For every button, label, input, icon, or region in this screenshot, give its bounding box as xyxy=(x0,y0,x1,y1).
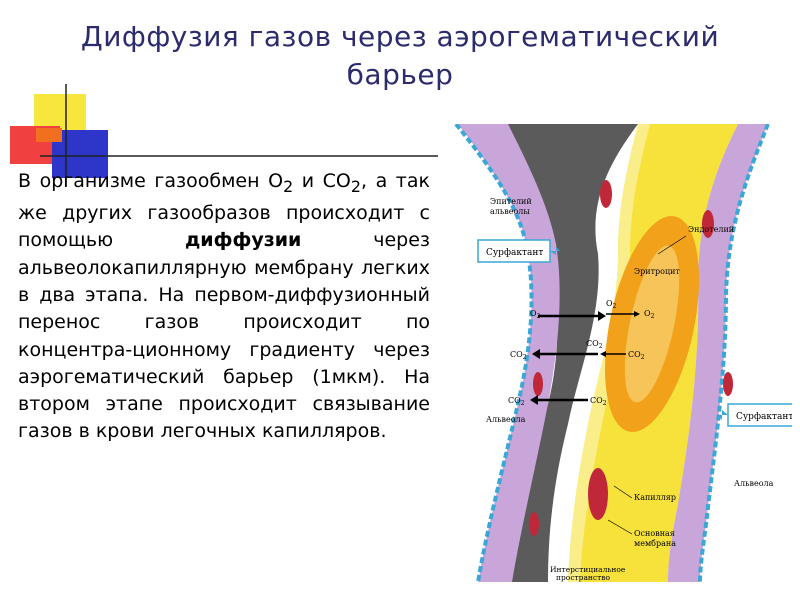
label-erythrocyte: Эритроцит xyxy=(634,267,680,276)
gas-co2-right-2: CO2 xyxy=(590,396,607,407)
para-bold-diffusion: диффузии xyxy=(184,229,302,252)
label-membrane-1: Основная xyxy=(634,529,675,538)
barrier-illustration: Сурфактант Сурфактант Эпителий альвеолы … xyxy=(438,122,795,583)
label-interstitial-2: пространство xyxy=(556,573,611,582)
para-text-2: и СО xyxy=(293,170,351,192)
gas-co2-right-1: CO2 xyxy=(628,350,645,361)
title-line-2: барьер xyxy=(346,58,454,91)
label-epithelium-1: Эпителий xyxy=(490,197,532,206)
aerohematic-barrier-figure: Сурфактант Сурфактант Эпителий альвеолы … xyxy=(438,122,795,583)
label-alveola-left: Альвеола xyxy=(486,415,526,424)
label-surfactant-right: Сурфактант xyxy=(736,412,792,422)
gas-o2-left: O2 xyxy=(530,309,541,320)
label-membrane-2: мембрана xyxy=(634,539,676,548)
para-text-3: , а так же других газообразов происходит… xyxy=(18,170,430,252)
gas-co2-left-2: CO2 xyxy=(508,396,525,407)
label-interstitial-1: Интерстициальное xyxy=(550,565,626,574)
page-title: Диффузия газов через аэрогематический ба… xyxy=(0,18,800,94)
label-endothelium: Эндотелий xyxy=(688,225,734,234)
label-surfactant-left: Сурфактант xyxy=(486,248,543,258)
label-epithelium-2: альвеолы xyxy=(490,207,530,216)
gas-co2-mid-1: CO2 xyxy=(586,339,603,350)
body-paragraph: В организме газообмен О2 и СО2, а так же… xyxy=(18,168,430,446)
para-sub-2: 2 xyxy=(350,176,361,196)
gas-o2-right: O2 xyxy=(644,309,655,320)
label-capillary: Капилляр xyxy=(634,493,676,502)
title-line-1: Диффузия газов через аэрогематический xyxy=(80,20,720,53)
para-sub-1: 2 xyxy=(283,176,294,196)
gas-co2-left-1: CO2 xyxy=(510,350,527,361)
gas-o2-mid: O2 xyxy=(606,299,617,310)
para-text-4: через альвеолокапиллярную мембрану легки… xyxy=(18,229,430,443)
para-text-1: В организме газообмен О xyxy=(18,170,284,192)
label-alveola-right: Альвеола xyxy=(734,479,774,488)
